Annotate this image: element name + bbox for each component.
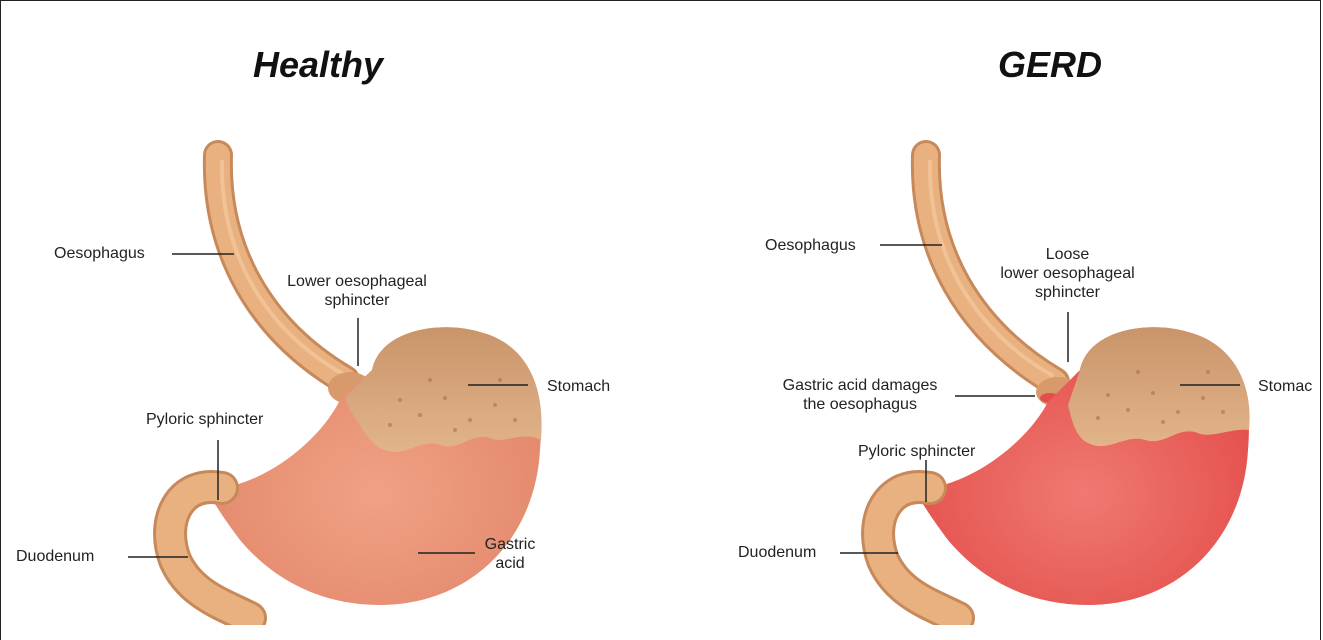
healthy-label-pyloric: Pyloric sphincter — [146, 410, 263, 429]
gerd-label-les: Loose lower oesophageal sphincter — [980, 245, 1155, 302]
gerd-label-acid-damage: Gastric acid damages the oesophagus — [765, 376, 955, 414]
healthy-label-gastric-acid: Gastric acid — [480, 535, 540, 573]
healthy-label-les-line2: sphincter — [272, 291, 442, 310]
gerd-label-damage-line1: Gastric acid damages — [765, 376, 955, 395]
gerd-label-pyloric: Pyloric sphincter — [858, 442, 975, 461]
gerd-label-damage-line2: the oesophagus — [765, 395, 955, 414]
healthy-label-les-line1: Lower oesophageal — [272, 272, 442, 291]
gerd-label-les-line3: sphincter — [980, 283, 1155, 302]
gerd-label-duodenum: Duodenum — [738, 543, 816, 562]
gerd-label-stomach: Stomac — [1258, 377, 1312, 396]
gerd-label-les-line2: lower oesophageal — [980, 264, 1155, 283]
healthy-label-gastric-line2: acid — [480, 554, 540, 573]
healthy-label-gastric-line1: Gastric — [480, 535, 540, 554]
anatomy-diagram — [0, 0, 1323, 625]
gerd-label-les-line1: Loose — [980, 245, 1155, 264]
healthy-stomach-fundus — [345, 327, 542, 452]
healthy-label-oesophagus: Oesophagus — [54, 244, 145, 263]
gerd-stomach-fundus — [1068, 327, 1250, 446]
healthy-label-stomach: Stomach — [547, 377, 610, 396]
gerd-label-oesophagus: Oesophagus — [765, 236, 856, 255]
healthy-label-duodenum: Duodenum — [16, 547, 94, 566]
healthy-label-les: Lower oesophageal sphincter — [272, 272, 442, 310]
